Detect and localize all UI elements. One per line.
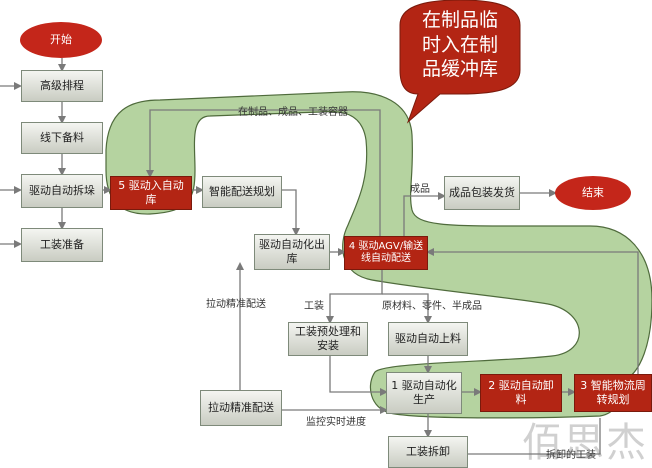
tool-prep-node: 工装准备	[21, 228, 103, 262]
callout-bubble	[399, 0, 521, 124]
logistics-node: 3 智能物流周转规划	[574, 374, 652, 412]
auto-production-node: 1 驱动自动化生产	[386, 372, 462, 414]
callout-text: 在制品临 时入在制 品缓冲库	[404, 8, 516, 82]
auto-unload-node: 2 驱动自动卸料	[480, 374, 562, 412]
tool-preprocess-node: 工装预处理和安装	[288, 322, 368, 356]
tool-remove-node: 工装拆卸	[388, 436, 468, 468]
label-wip-containers: 在制品、成品、工装容器	[238, 107, 348, 118]
callout-line-2: 时入在制	[421, 33, 498, 56]
auto-out-node: 驱动自动化出库	[254, 234, 330, 270]
start-node: 开始	[20, 22, 102, 58]
label-pull-delivery: 拉动精准配送	[206, 299, 266, 310]
label-tooling: 工装	[304, 301, 324, 312]
label-monitor: 监控实时进度	[306, 417, 366, 428]
label-finished: 成品	[410, 184, 430, 195]
watermark: 佰思杰	[522, 420, 648, 466]
scheduling-node: 高级排程	[21, 70, 103, 102]
auto-store-node: 5 驱动入自动库	[110, 176, 192, 210]
pull-delivery-node: 拉动精准配送	[200, 390, 282, 426]
packing-node: 成品包装发货	[444, 176, 520, 210]
auto-unstack-node: 驱动自动拆垛	[21, 174, 103, 208]
label-removed-tooling: 拆卸的工装	[546, 450, 596, 461]
offline-prep-node: 线下备料	[21, 122, 103, 154]
end-node: 结束	[555, 176, 631, 210]
connector-lines	[0, 58, 639, 455]
agv-delivery-node: 4 驱动AGV/输送线自动配送	[344, 236, 428, 270]
label-materials: 原材料、零件、半成品	[382, 301, 482, 312]
callout-line-3: 品缓冲库	[421, 58, 498, 81]
smart-dispatch-node: 智能配送规划	[202, 176, 282, 208]
auto-feed-node: 驱动自动上料	[388, 322, 468, 356]
callout-line-1: 在制品临	[421, 9, 498, 31]
